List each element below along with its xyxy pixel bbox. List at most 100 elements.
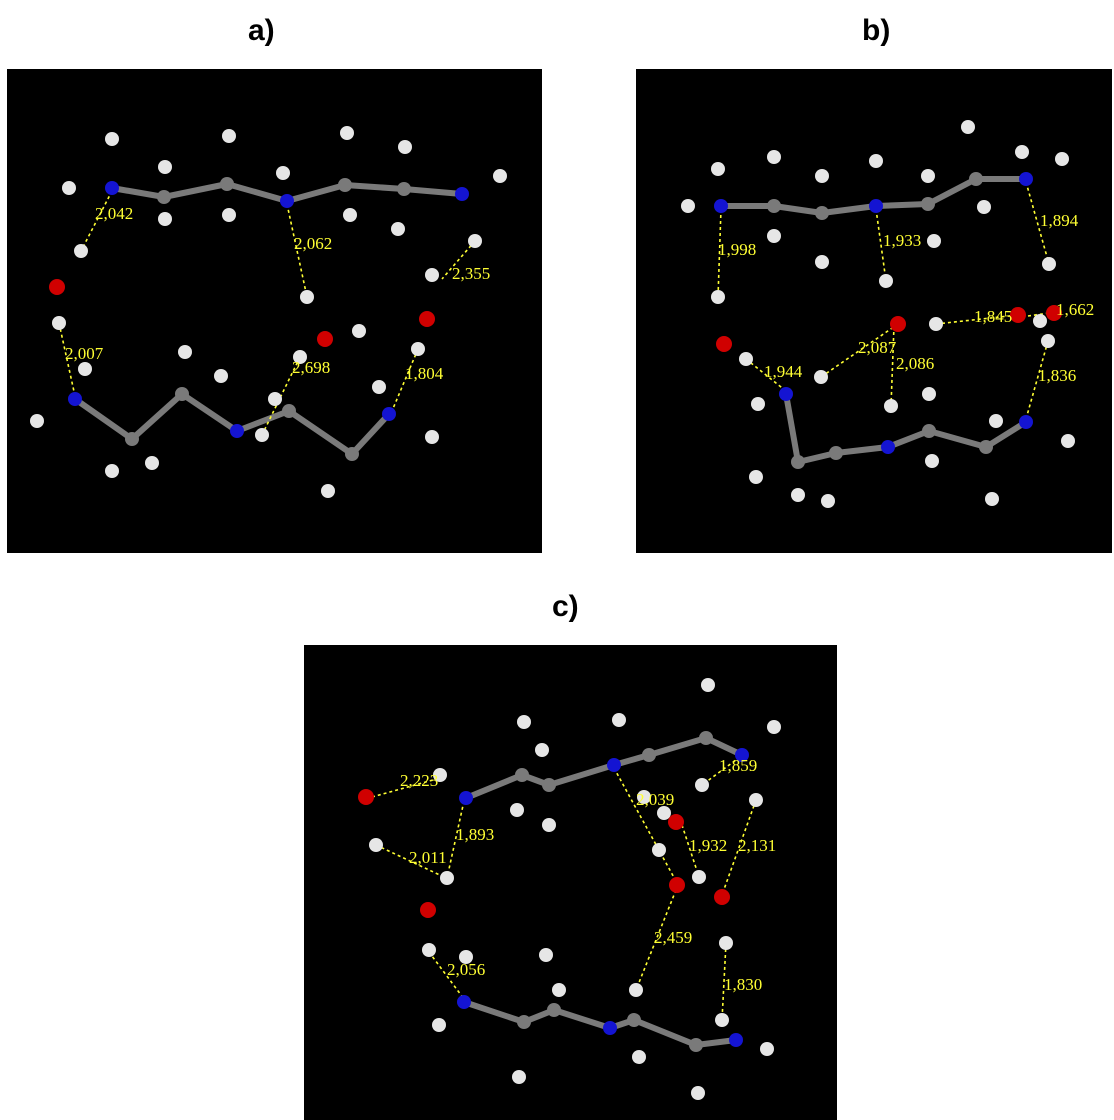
nitrogen-atom [603, 1021, 617, 1035]
hydrogen-atom [652, 843, 666, 857]
carbon-atoms [125, 177, 411, 461]
hydrogen-atom [493, 169, 507, 183]
oxygen-atom [49, 279, 65, 295]
carbon-atom [517, 1015, 531, 1029]
hydrogen-atom [158, 212, 172, 226]
bond [234, 408, 292, 434]
hydrogen-atom [468, 234, 482, 248]
hydrogen-atom [321, 484, 335, 498]
hydrogen-bond [721, 799, 757, 896]
hydrogen-atom [815, 255, 829, 269]
distance-label: 1,662 [1056, 300, 1094, 319]
carbon-atom [979, 440, 993, 454]
distance-label: 1,933 [883, 231, 921, 250]
hydrogen-atom [512, 1070, 526, 1084]
hydrogen-atom [1042, 257, 1056, 271]
hydrogen-bond [391, 348, 419, 412]
hydrogen-atom [629, 983, 643, 997]
hydrogen-atom [681, 199, 695, 213]
hydrogen-bonds [58, 190, 476, 436]
hydrogen-bond [701, 756, 741, 786]
bond [401, 186, 465, 197]
hydrogen-atom [158, 160, 172, 174]
carbon-atom [157, 190, 171, 204]
nitrogen-atom [881, 440, 895, 454]
distance-labels: 2,223 1,859 2,039 1,893 2,011 1,932 2,13… [400, 756, 776, 994]
hydrogen-bonds [717, 181, 1050, 420]
molecule-panel-b: 1,998 1,933 1,894 1,845 1,662 2,087 2,08… [636, 69, 1112, 553]
hydrogen-bond [875, 208, 887, 282]
distance-label: 2,223 [400, 771, 438, 790]
hydrogen-atom [821, 494, 835, 508]
carbon-atom [627, 1013, 641, 1027]
hydrogen-atom [791, 488, 805, 502]
panel-c-caption: c) [552, 590, 579, 623]
nitrogen-atoms [68, 181, 469, 438]
bond [646, 735, 709, 758]
hydrogen-atom [62, 181, 76, 195]
carbon-atom [542, 778, 556, 792]
hydrogen-atom [1015, 145, 1029, 159]
hydrogen-atom [1033, 314, 1047, 328]
oxygen-atom [420, 902, 436, 918]
distance-labels: 2,042 2,062 2,355 2,007 2,698 1,804 [65, 204, 490, 383]
hydrogen-atom [1041, 334, 1055, 348]
carbon-atom [220, 177, 234, 191]
hydrogen-atom [749, 793, 763, 807]
hydrogen-atom [767, 150, 781, 164]
hydrogen-atom [145, 456, 159, 470]
oxygen-atom [668, 814, 684, 830]
hydrogen-atom [369, 838, 383, 852]
carbon-atom [815, 206, 829, 220]
hydrogen-atom [879, 274, 893, 288]
nitrogen-atom [1019, 415, 1033, 429]
carbon-atom [515, 768, 529, 782]
hydrogen-bond [717, 208, 722, 298]
bond [461, 999, 527, 1025]
hydrogen-atom [927, 234, 941, 248]
hydrogen-atom [222, 208, 236, 222]
hydrogen-atoms [681, 120, 1075, 508]
oxygen-atom [1010, 307, 1026, 323]
hydrogen-atom [255, 428, 269, 442]
hydrogen-atom [884, 399, 898, 413]
hydrogen-atom [711, 162, 725, 176]
bond [873, 201, 931, 209]
molecule-panel-a: 2,042 2,062 2,355 2,007 2,698 1,804 [7, 69, 542, 553]
hydrogen-atom [105, 132, 119, 146]
hydrogen-bonds [371, 756, 757, 1021]
oxygen-atom [419, 311, 435, 327]
bond [129, 391, 185, 442]
carbon-atom [969, 172, 983, 186]
hydrogen-atom [52, 316, 66, 330]
hydrogen-atom [749, 470, 763, 484]
hydrogen-atom [657, 806, 671, 820]
bond [925, 176, 979, 207]
hydrogen-atom [542, 818, 556, 832]
hydrogen-atom [78, 362, 92, 376]
hydrogen-atoms [30, 126, 507, 498]
bond [546, 762, 617, 788]
oxygen-atom [890, 316, 906, 332]
hydrogen-bond [446, 800, 465, 879]
hydrogen-atom [692, 870, 706, 884]
bond [179, 391, 240, 434]
hydrogen-atom [293, 350, 307, 364]
hydrogen-bond [375, 844, 445, 878]
hydrogen-atom [343, 208, 357, 222]
distance-label: 2,131 [738, 836, 776, 855]
bond [286, 408, 355, 457]
carbon-atoms [767, 172, 993, 469]
hydrogen-atom [1055, 152, 1069, 166]
distance-label: 1,932 [689, 836, 727, 855]
hydrogen-atom [432, 1018, 446, 1032]
hydrogen-atom [767, 720, 781, 734]
bond [631, 1017, 699, 1048]
hydrogen-atom [372, 380, 386, 394]
hydrogen-atom [929, 317, 943, 331]
distance-label: 2,011 [409, 848, 447, 867]
hydrogen-atom [612, 713, 626, 727]
hydrogen-atom [691, 1086, 705, 1100]
nitrogen-atom [729, 1033, 743, 1047]
hydrogen-atom [632, 1050, 646, 1064]
